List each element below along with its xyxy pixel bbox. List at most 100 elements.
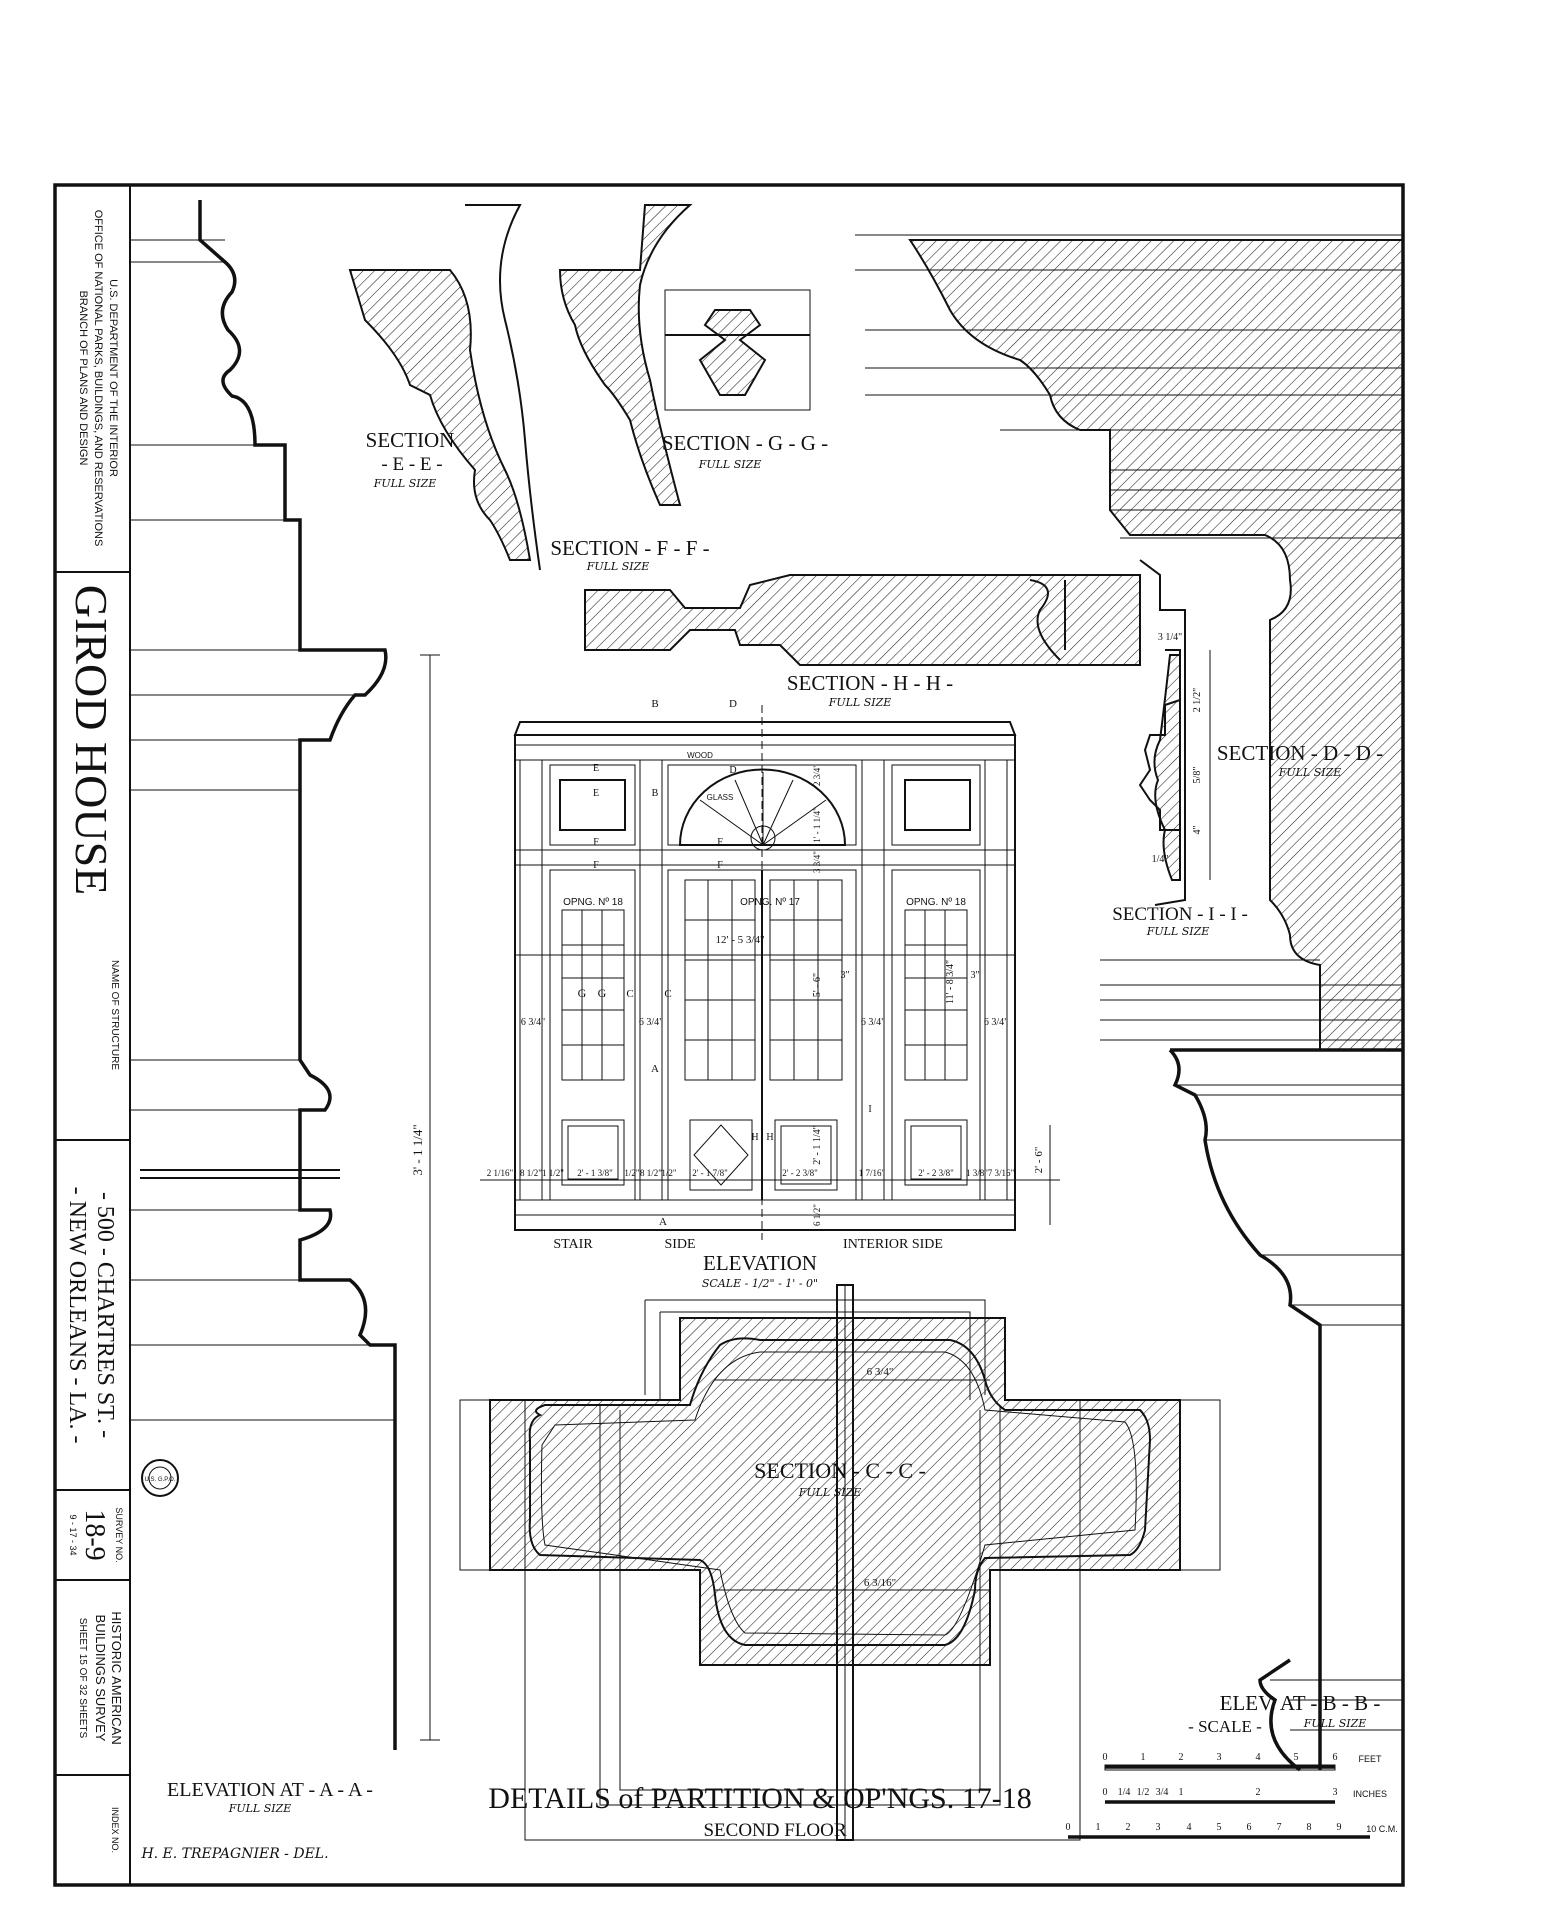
section-dd-scale: FULL SIZE xyxy=(1278,766,1342,779)
ii-dim-5: 1/4" xyxy=(1152,854,1169,865)
cm-label: 10 C.M. xyxy=(1366,1824,1398,1834)
inches-label: INCHES xyxy=(1353,1789,1387,1799)
section-hh-scale: FULL SIZE xyxy=(828,696,892,709)
inch-tick-2: 1/2 xyxy=(1137,1787,1150,1798)
b-dim-216: 2 1/16" xyxy=(487,1168,514,1178)
side-label: SIDE xyxy=(664,1237,695,1252)
section-ff: SECTION - F - F - FULL SIZE SECTION - H … xyxy=(550,536,1141,709)
elevation-bb-label: ELEV. AT - B - B - xyxy=(1220,1691,1381,1715)
cm-tick-3: 3 xyxy=(1156,1822,1161,1833)
ii-dim-4: 4" xyxy=(1192,825,1203,834)
mark-g-1: G xyxy=(578,986,587,1000)
b-dim-812b: 8 1/2" xyxy=(640,1168,662,1178)
section-ii-scale: FULL SIZE xyxy=(1146,925,1210,938)
dim-top-234: 2 3/4" xyxy=(812,764,822,786)
mark-h-1: H xyxy=(751,1132,758,1143)
section-gg-label: SECTION - G - G - xyxy=(662,431,828,455)
mark-f-2: F xyxy=(593,860,599,871)
ii-dim-3: 5/8" xyxy=(1192,767,1203,784)
wood-label: WOOD xyxy=(687,751,713,760)
cc-dim-bottom: 6 3/16" xyxy=(864,1577,896,1589)
survey-date: 9 - 17 - 34 xyxy=(68,1514,78,1555)
section-ff-label: SECTION - F - F - xyxy=(550,536,709,560)
mark-b-top: B xyxy=(651,698,658,710)
interior-side-label: INTERIOR SIDE xyxy=(843,1237,943,1252)
feet-tick-4: 4 xyxy=(1256,1752,1261,1763)
government-stamp: U.S. G.P.O. xyxy=(141,1459,179,1497)
section-cc: 6 3/4" 6 3/16" SECTION - C - C - FULL SI… xyxy=(459,1284,1221,1841)
dim-panel-height: 2' - 1 1/4" xyxy=(812,1125,823,1165)
cm-tick-2: 2 xyxy=(1126,1822,1131,1833)
inch-tick-4: 1 xyxy=(1179,1787,1184,1798)
ii-dim-1: 3 1/4" xyxy=(1158,632,1182,643)
b-dim-112: 1 1/2" xyxy=(542,1168,564,1178)
mark-b-2: B xyxy=(652,788,659,799)
elevation-aa-label: ELEVATION AT - A - A - xyxy=(167,1779,373,1801)
dim-634-b: 6 3/4" xyxy=(639,1017,663,1028)
index-label: INDEX NO. xyxy=(110,1807,120,1853)
cc-dim-top: 6 3/4" xyxy=(867,1366,894,1378)
section-gg: SECTION - G - G - FULL SIZE xyxy=(558,204,828,506)
feet-tick-2: 2 xyxy=(1179,1752,1184,1763)
section-ee-scale: FULL SIZE xyxy=(373,477,437,490)
mark-g-2: G xyxy=(598,986,607,1000)
b-dim-2178: 2' - 1 7/8" xyxy=(692,1168,728,1178)
mark-e-2: E xyxy=(593,788,599,799)
mark-i: I xyxy=(868,1104,871,1115)
sheet-count: SHEET 15 OF 32 SHEETS xyxy=(77,1618,88,1739)
agency-line-3: BRANCH OF PLANS AND DESIGN xyxy=(77,291,89,466)
stair-label: STAIR xyxy=(553,1237,593,1252)
opening-17: OPNG. Nº 17 xyxy=(740,897,800,908)
dim-3-b: 3" xyxy=(970,970,979,981)
mark-e-1: E xyxy=(593,763,599,774)
cm-tick-9: 9 xyxy=(1337,1822,1342,1833)
section-gg-scale: FULL SIZE xyxy=(698,458,762,471)
dim-bottom-6: 6 1/2" xyxy=(812,1204,822,1226)
section-dd-label: SECTION - D - D - xyxy=(1217,741,1383,765)
partition-elevation: OPNG. Nº 18 OPNG. Nº 17 OPNG. Nº 18 WOOD… xyxy=(480,698,1060,1290)
b-dim-812a: 8 1/2" xyxy=(520,1168,542,1178)
dim-overall-width: 12' - 5 3/4" xyxy=(716,934,765,946)
feet-tick-0: 0 xyxy=(1103,1752,1108,1763)
dim-634-a: 6 3/4" xyxy=(521,1017,545,1028)
section-hh-label: SECTION - H - H - xyxy=(787,671,953,695)
inch-tick-5: 2 xyxy=(1256,1787,1261,1798)
b-dim-1716: 1 7/16" xyxy=(859,1168,886,1178)
dim-top-114: 1' - 1 1/4" xyxy=(812,807,822,843)
b-dim-2238a: 2' - 2 3/8" xyxy=(782,1168,818,1178)
mark-f-3: F xyxy=(717,837,723,848)
inch-tick-0: 0 xyxy=(1103,1787,1108,1798)
survey-number: 18-9 xyxy=(79,1509,110,1560)
elevation-aa: 3' - 1 1/4" ELEVATION AT - A - A - FULL … xyxy=(130,200,440,1815)
svg-text:U.S. G.P.O.: U.S. G.P.O. xyxy=(145,1477,176,1483)
dim-634-c: 6 3/4" xyxy=(861,1017,885,1028)
agency-line-2: OFFICE OF NATIONAL PARKS, BUILDINGS, AND… xyxy=(92,210,104,547)
b-dim-2138a: 2' - 1 3/8" xyxy=(577,1168,613,1178)
elevation-bb-scale: FULL SIZE xyxy=(1303,1717,1367,1730)
elevation-scale: SCALE - 1/2" - 1' - 0" xyxy=(702,1277,818,1290)
feet-label: FEET xyxy=(1358,1754,1382,1764)
section-ii: 3 1/4" 2 1/2" 5/8" 4" 1/4" SECTION - I -… xyxy=(1112,632,1248,938)
glass-label: GLASS xyxy=(707,793,734,802)
mark-f-4: F xyxy=(717,860,723,871)
agency-line-1: U.S. DEPARTMENT OF THE INTERIOR xyxy=(107,279,119,477)
address-line-2: - NEW ORLEANS - LA. - xyxy=(64,1187,90,1444)
scale-bars: 0 1 2 3 4 5 6 FEET 0 1/4 1/2 3/4 1 2 3 I… xyxy=(1066,1752,1398,1839)
mark-a-2: A xyxy=(659,1216,667,1228)
mark-h-2: H xyxy=(766,1132,773,1143)
b-dim-12b: 1/2" xyxy=(661,1168,677,1178)
inch-tick-1: 1/4 xyxy=(1118,1787,1131,1798)
cm-tick-5: 5 xyxy=(1217,1822,1222,1833)
habs-line-1: HISTORIC AMERICAN xyxy=(109,1611,124,1744)
scale-word: - SCALE - xyxy=(1188,1717,1262,1736)
ii-dim-2: 2 1/2" xyxy=(1192,688,1203,712)
elevation-label: ELEVATION xyxy=(703,1251,817,1275)
survey-label: SURVEY NO. xyxy=(114,1507,124,1562)
inch-tick-6: 3 xyxy=(1333,1787,1338,1798)
feet-tick-6: 6 xyxy=(1333,1752,1338,1763)
cm-tick-7: 7 xyxy=(1277,1822,1282,1833)
mark-d-top: D xyxy=(729,698,737,710)
dim-height-left: 3' - 1 1/4" xyxy=(410,1124,425,1175)
section-cc-label: SECTION - C - C - xyxy=(754,1458,926,1483)
